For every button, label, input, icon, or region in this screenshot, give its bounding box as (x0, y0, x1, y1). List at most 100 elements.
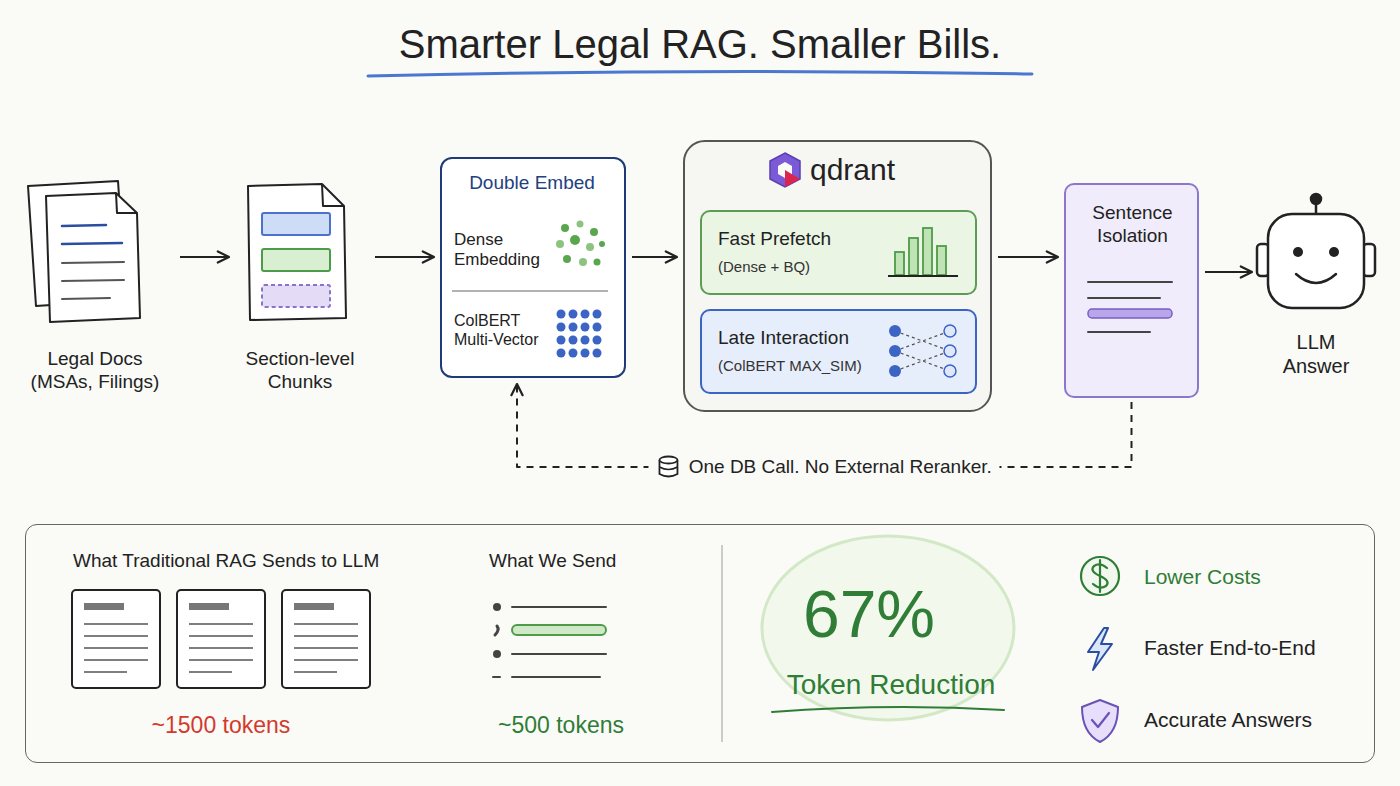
process-box: Double EmbedDense EmbeddingColBERT Multi… (440, 157, 626, 378)
flow-arrow (998, 256, 1058, 258)
document-icon-node: Legal Docs (MSAs, Filings) (20, 170, 174, 402)
traditional-docs-icon (294, 671, 337, 673)
traditional-docs-icon (84, 603, 124, 610)
token-count: ~500 tokens (461, 712, 661, 740)
legal-docs-icon (62, 280, 124, 281)
bullet-list-icon (493, 676, 500, 678)
embed-divider (452, 291, 608, 292)
robot-icon (1363, 244, 1375, 276)
token-count: ~1500 tokens (121, 712, 321, 740)
legal-docs-icon (62, 225, 124, 299)
bar-chart-icon (895, 252, 904, 275)
traditional-docs-icon (294, 647, 358, 649)
traditional-docs-icon (189, 671, 232, 673)
late-interaction-icon (895, 331, 950, 351)
bar-chart-icon (909, 238, 918, 275)
box-heading: Double Embed (442, 172, 622, 195)
traditional-docs-icon (84, 635, 148, 637)
dense-dots-icon (577, 221, 584, 228)
bar-chart-icon (923, 228, 932, 275)
legal-docs-icon (116, 193, 137, 213)
bar-chart-icon (888, 228, 958, 276)
colbert-grid-icon (569, 336, 578, 345)
shield-icon (1082, 700, 1118, 742)
flow-arrow (375, 256, 434, 258)
box-item: ColBERT Multi-Vector (454, 311, 554, 349)
colbert-grid-icon (593, 310, 602, 319)
sentence-lines-icon (1088, 281, 1172, 283)
qdrant-logo (770, 153, 800, 187)
node-label: Legal Docs (MSAs, Filings) (20, 348, 170, 394)
late-interaction-icon (895, 331, 950, 371)
bar-chart-icon (937, 246, 946, 275)
dense-dots-icon (599, 241, 605, 247)
process-box: Fast Prefetch(Dense + BQ) (700, 210, 977, 295)
highlight-glow (762, 536, 1014, 720)
database-icon-part (660, 457, 678, 464)
box-heading: qdrant (810, 152, 950, 188)
bullet-list-icon (512, 625, 606, 635)
highlight-glow (772, 707, 1004, 712)
database-icon (657, 454, 681, 480)
dense-dots-icon (556, 240, 564, 248)
dollar-icon (1081, 557, 1119, 595)
late-interaction-icon (895, 351, 950, 371)
dense-dots-icon (570, 235, 580, 245)
traditional-docs-icon (189, 623, 253, 625)
dense-dots-icon (563, 255, 571, 263)
colbert-grid-icon (581, 323, 590, 332)
traditional-docs-icon (282, 590, 370, 688)
box-heading: Sentence Isolation (1070, 202, 1195, 248)
colbert-grid-icon (569, 323, 578, 332)
traditional-docs-icon (72, 590, 160, 688)
robot-icon (1257, 244, 1269, 276)
colbert-grid-icon (569, 310, 578, 319)
flow-arrow (180, 256, 229, 258)
colbert-grid-icon (557, 310, 566, 319)
traditional-docs-icon (84, 671, 127, 673)
dense-dots-icon (556, 221, 605, 267)
bullet-list-icon (493, 603, 501, 611)
colbert-grid-icon (569, 349, 578, 358)
sentence-lines-icon (1088, 297, 1160, 299)
robot-icon (1311, 194, 1321, 204)
sentence-lines-icon (1088, 331, 1150, 333)
late-interaction-icon (944, 325, 956, 337)
dollar-icon (1099, 560, 1101, 592)
colbert-grid-icon (593, 349, 602, 358)
traditional-docs-icon (294, 623, 358, 625)
database-icon-part (660, 467, 678, 470)
late-interaction-icon (889, 365, 901, 377)
legal-docs-icon (62, 225, 106, 226)
edge-label-text: One DB Call. No External Reranker. (689, 456, 992, 478)
diagram-title: Smarter Legal RAG. Smaller Bills. (0, 22, 1400, 67)
embed-divider (452, 290, 608, 292)
late-interaction-icon (944, 365, 956, 377)
qdrant-logo (778, 162, 792, 178)
process-box: Sentence Isolation (1064, 183, 1199, 398)
bullet-list-icon (493, 650, 501, 658)
node-label: LLM Answer (1271, 330, 1361, 378)
flow-arrow (632, 256, 677, 258)
colbert-grid-icon (593, 323, 602, 332)
traditional-docs-icon (189, 635, 253, 637)
colbert-grid-icon (557, 336, 566, 345)
robot-icon (1257, 194, 1375, 308)
bullet-list-icon (495, 626, 498, 635)
chunks-icon (248, 184, 346, 320)
bolt-icon (1088, 628, 1112, 670)
dense-dots-icon (586, 243, 594, 251)
robot-node: LLM Answer (1258, 190, 1375, 382)
shield-icon (1092, 713, 1109, 727)
process-box: Late Interaction(ColBERT MAX_SIM) (700, 309, 977, 394)
title-underline (368, 71, 1032, 76)
summary-panel: What Traditional RAG Sends to LLM~1500 t… (25, 524, 1375, 763)
box-note: (ColBERT MAX_SIM) (718, 357, 888, 375)
late-interaction-icon (889, 345, 901, 357)
sentence-lines-icon (1088, 282, 1172, 332)
box-item: Dense Embedding (454, 230, 554, 271)
bullet-list-icon (512, 653, 606, 655)
